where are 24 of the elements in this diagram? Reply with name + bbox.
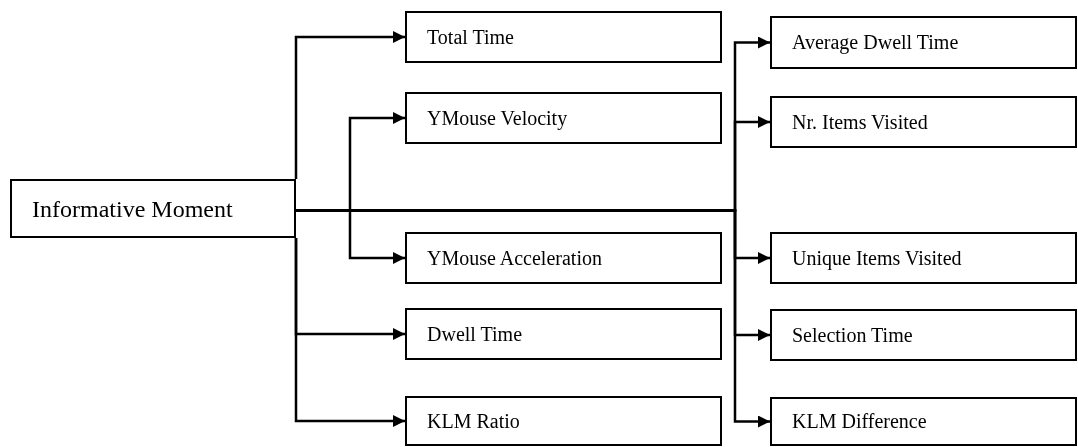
box-label: Informative Moment bbox=[32, 194, 233, 224]
box-label: KLM Ratio bbox=[427, 408, 520, 434]
process-box bbox=[770, 232, 1077, 284]
process-box bbox=[405, 232, 722, 284]
box-label: Dwell Time bbox=[427, 321, 523, 347]
arrow bbox=[294, 31, 405, 179]
process-box bbox=[405, 396, 722, 446]
process-box bbox=[770, 16, 1077, 69]
box-label: Total Time bbox=[427, 24, 514, 50]
process-box bbox=[405, 11, 722, 63]
process-box bbox=[405, 308, 722, 360]
box-label: Average Dwell Time bbox=[792, 30, 959, 55]
box-label: YMouse Velocity bbox=[427, 105, 568, 131]
box-label: KLM Difference bbox=[792, 409, 927, 434]
process-box bbox=[405, 92, 722, 144]
process-box bbox=[770, 96, 1077, 148]
process-box bbox=[770, 397, 1077, 446]
box-label: YMouse Acceleration bbox=[427, 245, 602, 271]
box-label: Nr. Items Visited bbox=[792, 109, 928, 135]
process-box bbox=[770, 309, 1077, 361]
process-box bbox=[10, 179, 296, 238]
arrow bbox=[294, 238, 405, 427]
box-label: Selection Time bbox=[792, 322, 913, 348]
box-label: Unique Items Visited bbox=[792, 245, 962, 271]
